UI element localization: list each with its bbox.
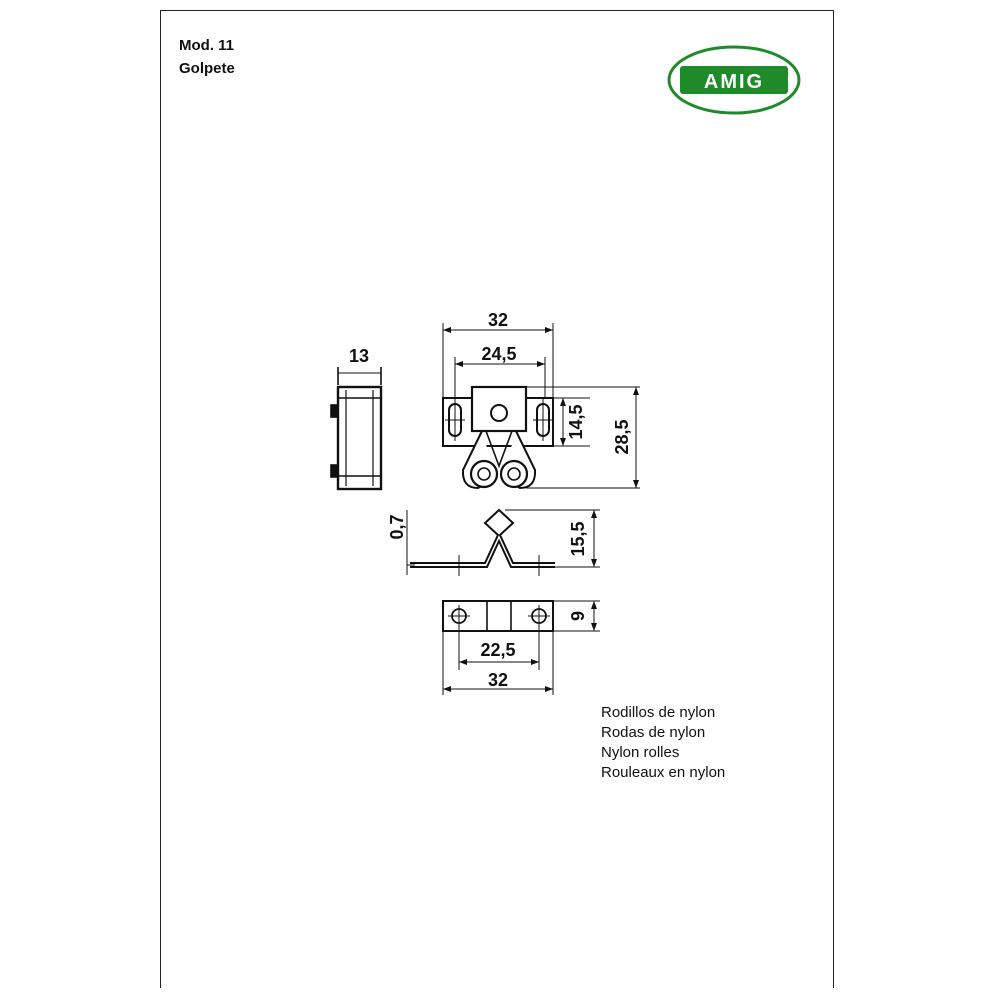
dim-strike-thickness: 0,7 xyxy=(387,514,407,539)
description-list: Rodillos de nylon Rodas de nylon Nylon r… xyxy=(601,703,725,783)
svg-text:AMIG: AMIG xyxy=(704,71,764,93)
dim-front-total-height: 28,5 xyxy=(612,419,632,454)
dim-front-total-width: 32 xyxy=(488,310,508,330)
side-view xyxy=(330,367,383,491)
description-es: Rodillos de nylon xyxy=(601,704,716,721)
dim-base-height: 9 xyxy=(568,611,588,621)
dim-side-width: 13 xyxy=(349,346,369,366)
dim-strike-height: 15,5 xyxy=(568,521,588,556)
drawing-sheet-border xyxy=(160,10,834,988)
dim-front-hole-spacing: 24,5 xyxy=(481,344,516,364)
model-number: Mod. 11 xyxy=(179,37,235,54)
dim-base-total-width: 32 xyxy=(488,670,508,690)
description-en: Nylon rolles xyxy=(601,744,680,761)
dim-base-hole-spacing: 22,5 xyxy=(480,640,515,660)
product-name: Golpete xyxy=(179,60,235,77)
strike-profile-view xyxy=(406,508,600,576)
description-pt: Rodas de nylon xyxy=(601,724,706,741)
base-plate-view xyxy=(442,600,600,695)
dim-front-plate-height: 14,5 xyxy=(566,404,586,439)
amig-logo: AMIG xyxy=(667,45,801,115)
description-fr: Rouleaux en nylon xyxy=(601,764,726,781)
front-view xyxy=(442,323,640,490)
